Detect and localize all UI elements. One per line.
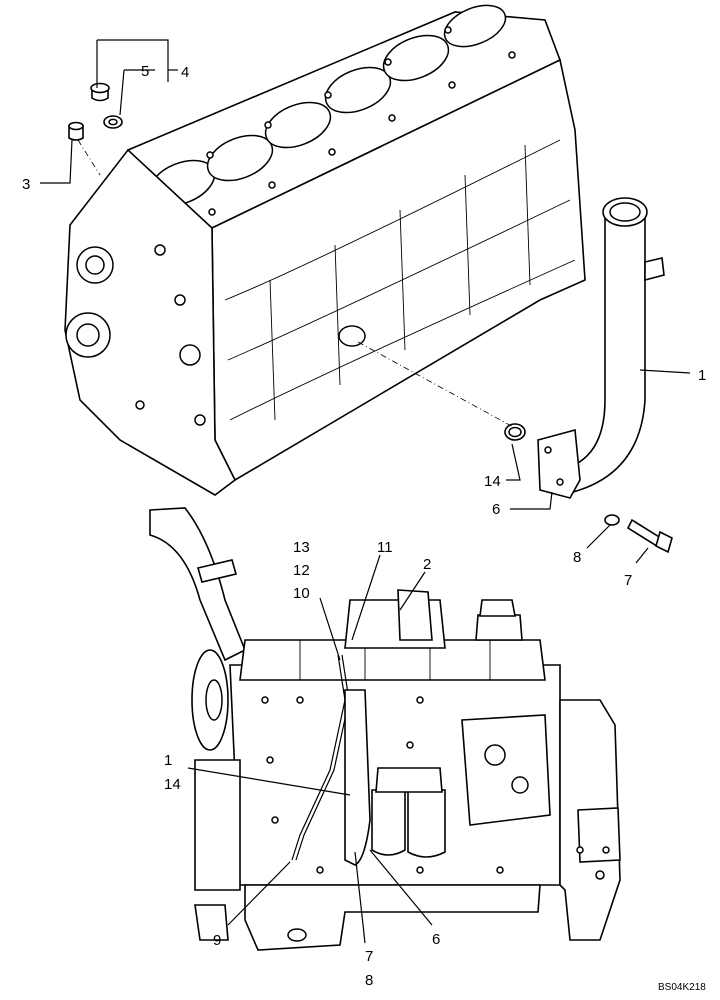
oil-filter-pair <box>371 767 446 858</box>
callout-2-lower: 2 <box>423 556 431 573</box>
callout-9-lower: 9 <box>213 932 221 949</box>
block-ribs <box>269 144 531 421</box>
callout-7-upper: 7 <box>624 572 632 589</box>
deck-bolt-holes <box>206 26 516 216</box>
lock-washer <box>604 514 620 526</box>
cylinder-bores <box>148 4 507 207</box>
callout-14-lower: 14 <box>164 776 181 793</box>
upper-leader-lines <box>40 39 691 564</box>
callout-1-lower: 1 <box>164 752 172 769</box>
engine-block-illustration <box>64 4 586 496</box>
washer-part <box>103 115 123 129</box>
lower-leader-lines <box>187 554 433 944</box>
callout-8-lower: 8 <box>365 972 373 989</box>
figure-reference-code: BS04K218 <box>658 982 706 993</box>
callout-14-upper: 14 <box>484 473 501 490</box>
callout-7-lower: 7 <box>365 948 373 965</box>
callout-13-lower: 13 <box>293 539 310 556</box>
callout-10-lower: 10 <box>293 585 310 602</box>
upper-callouts: 5 4 3 1 14 6 8 7 <box>22 63 706 589</box>
plug-part-3 <box>68 121 84 141</box>
callout-6-lower: 6 <box>432 931 440 948</box>
face-bolts <box>261 696 504 874</box>
callout-12-lower: 12 <box>293 562 310 579</box>
callout-1-upper: 1 <box>698 367 706 384</box>
callout-4-upper: 4 <box>181 64 189 81</box>
lower-callouts: 13 12 10 11 2 1 14 9 7 8 6 <box>164 539 440 989</box>
callout-3-upper: 3 <box>22 176 30 193</box>
callout-11-lower: 11 <box>377 539 393 556</box>
callout-6-upper: 6 <box>492 501 500 518</box>
plug-part-5 <box>90 82 110 102</box>
engine-assembly-illustration <box>149 507 621 951</box>
callout-5-upper: 5 <box>141 63 149 80</box>
callout-8-upper: 8 <box>573 549 581 566</box>
oil-suction-tube <box>537 197 665 499</box>
bolt-part <box>626 518 673 554</box>
